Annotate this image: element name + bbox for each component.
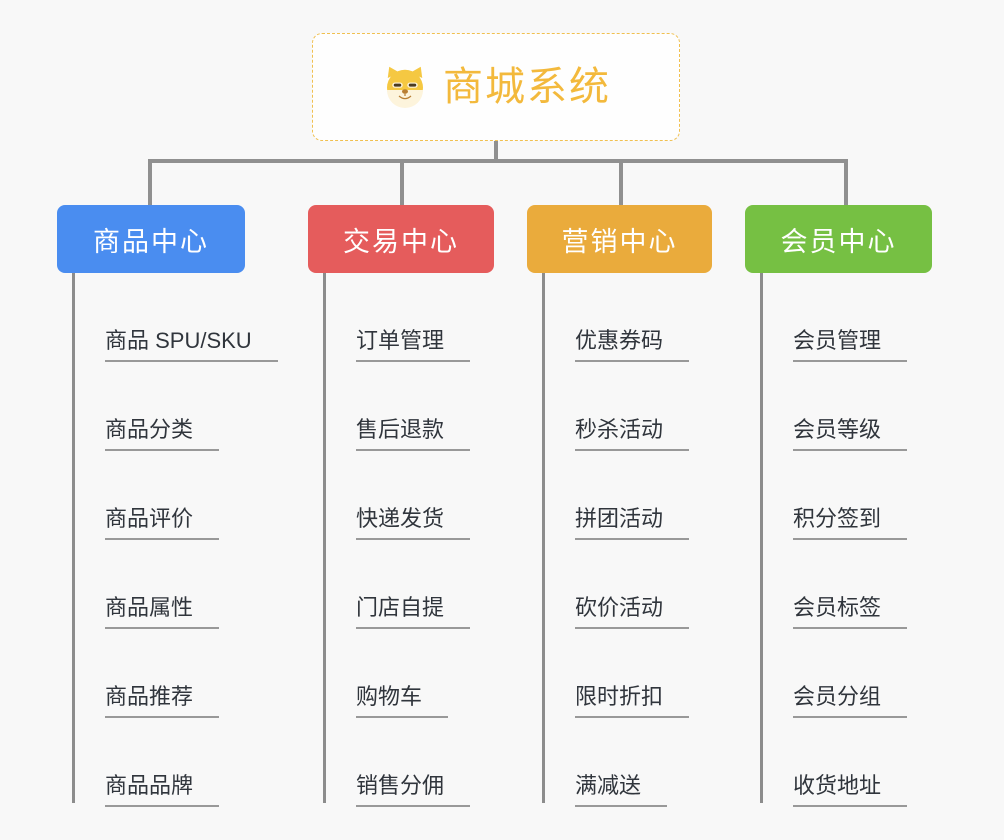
list-item[interactable]: 销售分佣 [308,718,494,807]
leaf-label: 砍价活动 [575,595,690,629]
list-item[interactable]: 满减送 [527,718,712,807]
shiba-dog-face-icon [387,66,423,108]
category-title: 商品中心 [93,226,209,257]
category-header-marketing[interactable]: 营销中心 [527,205,712,273]
leaf-label: 商品分类 [105,417,220,451]
leaf-label: 订单管理 [356,328,471,362]
leaf-spine [760,273,763,803]
leaf-label: 秒杀活动 [575,417,690,451]
leaf-label: 拼团活动 [575,506,690,540]
category-title: 会员中心 [780,226,897,257]
root-node[interactable]: 商城系统 [312,33,680,141]
leaf-list-trade: 订单管理 售后退款 快递发货 门店自提 购物车 销售分佣 [308,273,494,807]
leaf-label: 商品品牌 [105,773,220,807]
category-title: 交易中心 [343,226,459,257]
list-item[interactable]: 限时折扣 [527,629,712,718]
category-header-trade[interactable]: 交易中心 [308,205,494,273]
root-title: 商城系统 [443,65,611,109]
leaf-label: 会员管理 [793,328,908,362]
leaf-label: 购物车 [356,684,449,718]
connector-root-stem [494,141,498,163]
category-column-trade: 交易中心 订单管理 售后退款 快递发货 门店自提 购物车 销售分佣 [308,205,494,807]
leaf-label: 收货地址 [793,773,908,807]
list-item[interactable]: 会员管理 [745,273,932,362]
leaf-list-product: 商品 SPU/SKU 商品分类 商品评价 商品属性 商品推荐 商品品牌 [57,273,278,807]
connector-drop-2 [400,159,404,207]
list-item[interactable]: 商品推荐 [57,629,245,718]
list-item[interactable]: 优惠券码 [527,273,712,362]
connector-drop-1 [148,159,152,207]
list-item[interactable]: 积分签到 [745,451,932,540]
leaf-label: 优惠券码 [575,328,690,362]
list-item[interactable]: 拼团活动 [527,451,712,540]
leaf-list-member: 会员管理 会员等级 积分签到 会员标签 会员分组 收货地址 [745,273,932,807]
list-item[interactable]: 商品评价 [57,451,245,540]
connector-horizontal-bus [148,159,848,163]
category-header-member[interactable]: 会员中心 [745,205,932,273]
category-header-product[interactable]: 商品中心 [57,205,245,273]
list-item[interactable]: 快递发货 [308,451,494,540]
connector-drop-3 [619,159,623,207]
list-item[interactable]: 门店自提 [308,540,494,629]
category-column-marketing: 营销中心 优惠券码 秒杀活动 拼团活动 砍价活动 限时折扣 满减送 [527,205,712,807]
leaf-label: 会员分组 [793,684,908,718]
leaf-label: 快递发货 [356,506,471,540]
leaf-label: 门店自提 [356,595,471,629]
leaf-spine [323,273,326,803]
list-item[interactable]: 商品品牌 [57,718,245,807]
leaf-label: 限时折扣 [575,684,690,718]
leaf-list-marketing: 优惠券码 秒杀活动 拼团活动 砍价活动 限时折扣 满减送 [527,273,712,807]
list-item[interactable]: 秒杀活动 [527,362,712,451]
leaf-label: 商品 SPU/SKU [105,328,278,362]
list-item[interactable]: 会员标签 [745,540,932,629]
leaf-spine [542,273,545,803]
category-column-member: 会员中心 会员管理 会员等级 积分签到 会员标签 会员分组 收货地址 [745,205,932,807]
connector-drop-4 [844,159,848,207]
list-item[interactable]: 购物车 [308,629,494,718]
list-item[interactable]: 砍价活动 [527,540,712,629]
list-item[interactable]: 商品属性 [57,540,245,629]
leaf-label: 积分签到 [793,506,908,540]
list-item[interactable]: 商品 SPU/SKU [57,273,278,362]
list-item[interactable]: 订单管理 [308,273,494,362]
leaf-label: 会员等级 [793,417,908,451]
list-item[interactable]: 收货地址 [745,718,932,807]
list-item[interactable]: 商品分类 [57,362,245,451]
leaf-label: 售后退款 [356,417,471,451]
leaf-label: 销售分佣 [356,773,471,807]
leaf-spine [72,273,75,803]
leaf-label: 满减送 [575,773,668,807]
list-item[interactable]: 会员分组 [745,629,932,718]
leaf-label: 商品评价 [105,506,220,540]
category-title: 营销中心 [561,226,678,257]
leaf-label: 商品属性 [105,595,220,629]
leaf-label: 商品推荐 [105,684,220,718]
list-item[interactable]: 会员等级 [745,362,932,451]
category-column-product: 商品中心 商品 SPU/SKU 商品分类 商品评价 商品属性 商品推荐 商品品牌 [57,205,278,807]
list-item[interactable]: 售后退款 [308,362,494,451]
leaf-label: 会员标签 [793,595,908,629]
